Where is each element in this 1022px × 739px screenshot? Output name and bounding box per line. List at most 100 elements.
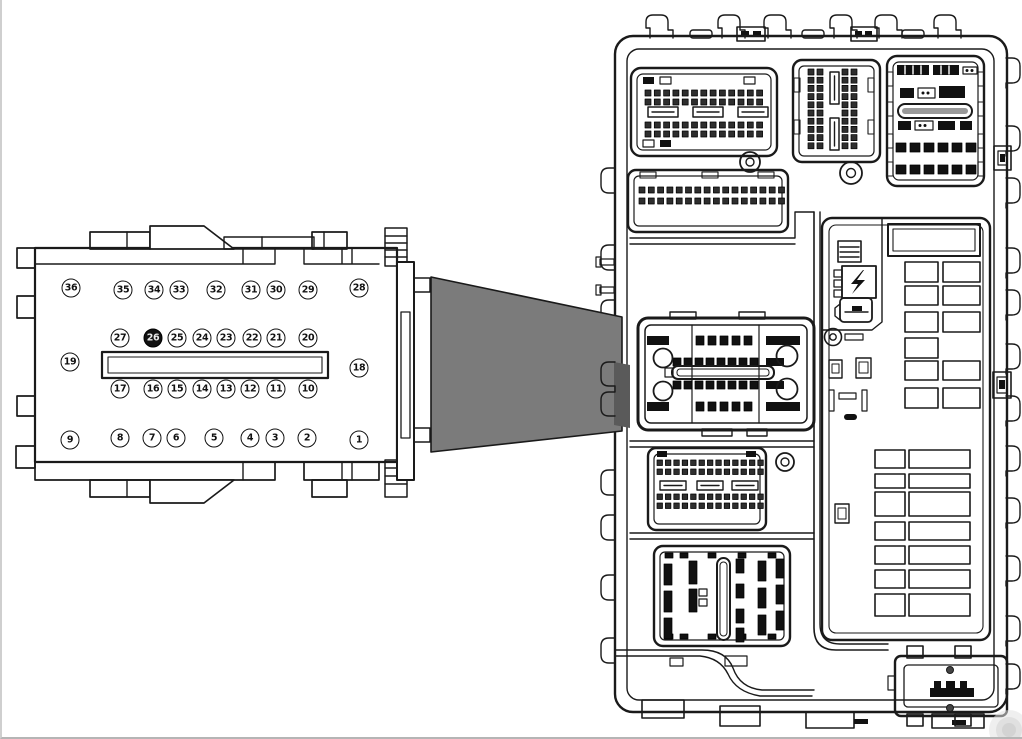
c7-col5	[775, 558, 785, 631]
pin-square	[694, 186, 702, 194]
pin-square	[715, 468, 722, 475]
pin-square	[807, 68, 815, 76]
pin-square	[746, 130, 754, 138]
pin-square	[705, 380, 715, 390]
fuse-slot	[874, 491, 906, 517]
c5-mid-row23	[672, 357, 759, 390]
pin-square	[719, 335, 729, 346]
pin-square	[895, 142, 907, 153]
pin-square	[841, 117, 849, 125]
pin-square	[841, 142, 849, 150]
fuse-slot	[904, 285, 939, 306]
pin-square	[841, 126, 849, 133]
pin-square	[732, 459, 739, 466]
pin-square	[694, 197, 702, 205]
pin-square	[709, 89, 717, 97]
pin-square	[775, 610, 785, 631]
target-connector-highlighted	[636, 311, 816, 437]
c2-pin-grid	[807, 68, 858, 150]
pin-square	[690, 459, 697, 466]
pin-square	[732, 502, 739, 509]
pin-square	[675, 197, 683, 205]
pin-square	[732, 468, 739, 475]
pin-square	[737, 89, 745, 97]
pin-square	[756, 130, 763, 138]
pin-square	[735, 608, 745, 624]
pin-square	[685, 197, 692, 205]
pin-square	[700, 121, 708, 129]
pin-square	[695, 335, 705, 346]
pin-square	[715, 502, 722, 509]
pin-square	[695, 401, 705, 412]
pin-square	[841, 109, 849, 117]
pin-square	[746, 89, 754, 97]
pin-square	[740, 468, 747, 475]
pin-square	[816, 134, 824, 141]
pin-square	[937, 164, 949, 175]
top-latch-block	[850, 26, 878, 42]
pin-square	[709, 130, 717, 138]
panel-components	[828, 357, 872, 524]
fuse-slot	[942, 360, 981, 381]
pin-square	[750, 186, 757, 194]
pin-square	[740, 186, 748, 194]
c7-col4	[757, 560, 767, 636]
pin-square	[698, 468, 705, 475]
pin-square	[816, 76, 824, 84]
pin-square	[757, 614, 767, 636]
pin-square	[688, 560, 698, 585]
pin-square	[707, 493, 714, 500]
pin-square	[672, 380, 682, 390]
pin-square	[644, 130, 652, 138]
pin-square	[663, 98, 670, 106]
pin-square	[807, 93, 815, 100]
pin-square	[663, 89, 670, 97]
c5-guide-holes	[652, 344, 799, 402]
pin-square	[663, 590, 673, 613]
fuse-slot	[904, 360, 939, 381]
pin-square	[727, 357, 737, 367]
pin-square	[723, 468, 731, 475]
pin-square	[737, 98, 745, 106]
pin-square	[663, 617, 673, 640]
pin-square	[657, 186, 664, 194]
fuse-stack-icon	[837, 240, 862, 263]
pin-square	[757, 459, 764, 466]
fuse-slot	[908, 545, 971, 565]
pin-square	[757, 587, 767, 609]
pin-square	[807, 126, 815, 133]
pin-square	[673, 493, 680, 500]
pin-square	[937, 142, 949, 153]
pin-square	[707, 502, 714, 509]
pin-square	[807, 85, 815, 92]
pin-square	[688, 588, 698, 613]
pin-square	[707, 459, 714, 466]
fuse-slot	[904, 311, 939, 333]
pin-square	[665, 468, 672, 475]
pin-square	[850, 93, 858, 100]
screw	[823, 327, 864, 347]
pin-square	[743, 335, 753, 346]
pin-square	[841, 85, 849, 92]
c6-key-slots	[659, 480, 759, 491]
pin-square	[895, 164, 907, 175]
pin-square	[673, 502, 680, 509]
pin-square	[663, 121, 670, 129]
pin-square	[673, 468, 680, 475]
pin-square	[656, 468, 663, 475]
pin-square	[759, 197, 767, 205]
pin-square	[816, 101, 824, 109]
pin-square	[807, 117, 815, 125]
fuse-slot	[904, 387, 939, 409]
pin-square	[731, 401, 741, 412]
pin-square	[672, 121, 680, 129]
pin-square	[694, 380, 704, 390]
fuse-slot	[874, 545, 906, 565]
pin-square	[965, 164, 977, 175]
pin-square	[672, 357, 682, 367]
pin-square	[737, 552, 747, 559]
pin-square	[664, 552, 674, 559]
pin-square	[807, 134, 815, 141]
